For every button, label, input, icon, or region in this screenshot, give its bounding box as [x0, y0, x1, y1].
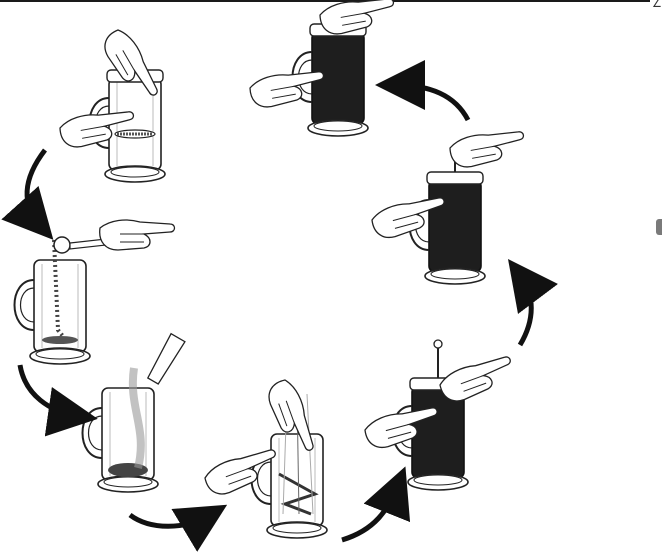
hand-icon	[99, 219, 176, 251]
kettle-spout-icon	[146, 332, 186, 385]
hand-icon	[436, 351, 519, 407]
arrow-step3-to-step4	[128, 504, 228, 552]
top-border-line	[0, 0, 650, 2]
arrow-step4-to-step5	[341, 466, 411, 543]
arrow-step6-to-step7	[375, 60, 471, 122]
step-3-pour-water	[81, 367, 159, 493]
step-5-insert-lid	[391, 339, 469, 491]
step-6-press-down	[408, 145, 486, 285]
arrow-step5-to-step6	[508, 258, 558, 347]
corner-glyph: ∠	[652, 0, 662, 10]
hand-icon	[447, 126, 528, 171]
edge-scroll-tab[interactable]	[656, 219, 662, 235]
arrow-step2-to-step3	[17, 364, 98, 437]
step-2-add-coffee	[13, 239, 91, 365]
arrow-step1-to-step2	[1, 148, 54, 240]
